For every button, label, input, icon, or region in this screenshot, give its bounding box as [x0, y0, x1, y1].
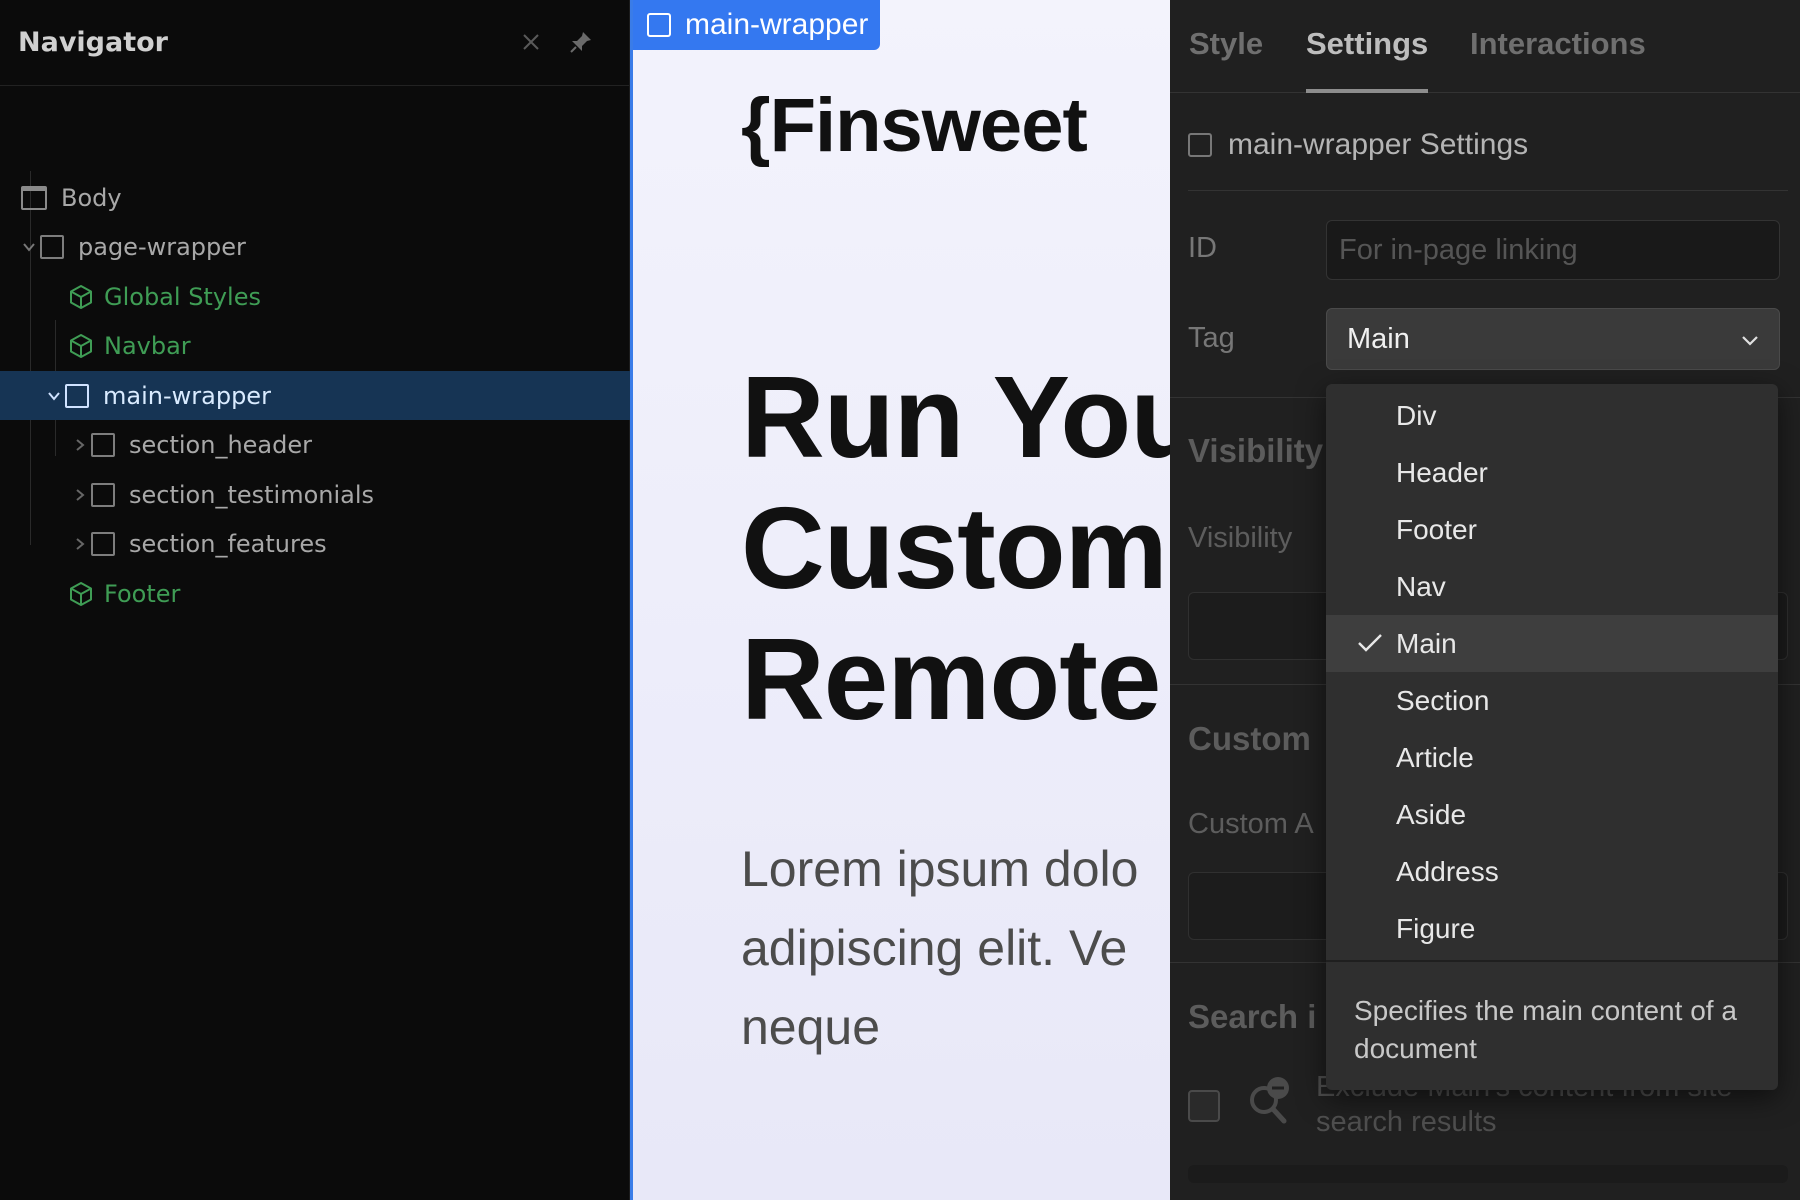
pin-icon[interactable] [566, 27, 596, 57]
tree-item-navbar[interactable]: Navbar [0, 321, 630, 370]
search-index-heading: Search i [1188, 998, 1317, 1035]
dropdown-option-aside[interactable]: Aside [1326, 786, 1778, 843]
chevron-down-icon [1742, 336, 1758, 346]
navigator-header: Navigator [0, 0, 629, 86]
dropdown-divider [1326, 960, 1778, 962]
chevron-down-icon[interactable] [43, 385, 65, 407]
tree-item-page-wrapper[interactable]: page-wrapper [0, 222, 630, 271]
tree-item-global-styles[interactable]: Global Styles [0, 272, 630, 321]
option-label: Main [1396, 627, 1457, 659]
tree-item-label: Body [61, 183, 122, 212]
option-label: Aside [1396, 798, 1467, 830]
selection-badge[interactable]: main-wrapper [633, 0, 881, 50]
box-icon [65, 383, 89, 408]
box-icon [647, 13, 671, 37]
dropdown-option-figure[interactable]: Figure [1326, 900, 1778, 957]
box-icon [40, 234, 64, 259]
dropdown-option-section[interactable]: Section [1326, 672, 1778, 729]
option-label: Div [1396, 399, 1437, 431]
tag-dropdown-menu: Div Header Footer Nav Main Section Artic… [1326, 384, 1778, 1090]
option-label: Header [1396, 456, 1488, 488]
dropdown-option-header[interactable]: Header [1326, 444, 1778, 501]
custom-attributes-label: Custom A [1188, 808, 1314, 840]
tree-item-label: section_testimonials [129, 480, 375, 509]
box-icon [1188, 133, 1212, 157]
option-label: Nav [1396, 570, 1446, 602]
tab-settings[interactable]: Settings [1306, 26, 1429, 61]
chevron-down-icon[interactable] [18, 236, 40, 258]
hero-line: Custom [741, 483, 1168, 613]
chevron-right-icon[interactable] [69, 533, 91, 555]
tag-select-value: Main [1347, 322, 1410, 355]
tag-select[interactable]: Main [1326, 308, 1780, 370]
tree-item-body[interactable]: Body [0, 173, 630, 222]
tree-guide-line [30, 171, 31, 545]
divider [1188, 190, 1788, 191]
id-input[interactable] [1326, 220, 1780, 280]
settings-title: main-wrapper Settings [1228, 128, 1529, 161]
paragraph-line: Lorem ipsum dolo [741, 841, 1139, 897]
navigator-title: Navigator [18, 27, 168, 58]
tag-label: Tag [1188, 322, 1235, 354]
option-label: Footer [1396, 513, 1477, 545]
tree-item-label: main-wrapper [103, 381, 271, 410]
component-icon [70, 333, 92, 358]
box-icon [91, 531, 115, 556]
close-icon[interactable] [516, 27, 546, 57]
settings-section-header: main-wrapper Settings [1188, 128, 1528, 162]
dropdown-option-div[interactable]: Div [1326, 387, 1778, 444]
chevron-right-icon[interactable] [69, 484, 91, 506]
tree-item-label: Global Styles [104, 282, 261, 311]
visibility-heading: Visibility [1188, 432, 1324, 469]
hero-heading[interactable]: Run You Custom Remote [741, 352, 1170, 745]
divider [1188, 1165, 1788, 1183]
search-exclude-icon [1250, 1077, 1289, 1124]
tree-item-section-features[interactable]: section_features [0, 519, 630, 568]
selection-badge-label: main-wrapper [685, 8, 869, 41]
option-label: Address [1396, 855, 1499, 887]
design-canvas[interactable]: main-wrapper {Finsweet Run You Custom Re… [630, 0, 1170, 1200]
tree-item-label: page-wrapper [78, 232, 246, 261]
tree-item-footer[interactable]: Footer [0, 569, 630, 618]
dropdown-option-article[interactable]: Article [1326, 729, 1778, 786]
custom-attributes-heading: Custom [1188, 720, 1311, 757]
tab-interactions[interactable]: Interactions [1470, 26, 1646, 61]
hero-line: Run You [741, 352, 1170, 482]
active-tab-indicator [1306, 89, 1428, 93]
visibility-label: Visibility [1188, 522, 1293, 554]
tag-description: Specifies the main content of a document [1354, 995, 1737, 1064]
box-icon [91, 432, 115, 457]
dropdown-option-nav[interactable]: Nav [1326, 558, 1778, 615]
dropdown-option-footer[interactable]: Footer [1326, 501, 1778, 558]
hero-line: Remote [741, 614, 1161, 744]
body-icon [21, 185, 47, 210]
tree-item-section-header[interactable]: section_header [0, 420, 630, 469]
id-label: ID [1188, 232, 1217, 264]
option-label: Figure [1396, 912, 1476, 944]
tree-item-main-wrapper[interactable]: main-wrapper [0, 371, 630, 420]
tree-item-label: Navbar [104, 331, 191, 360]
paragraph-line: neque [741, 999, 881, 1055]
tree-item-label: section_features [129, 529, 327, 558]
navigator-panel: Navigator Body page-wrapper Global Style… [0, 0, 630, 1200]
exclude-search-checkbox[interactable] [1188, 1090, 1220, 1122]
tab-style[interactable]: Style [1189, 26, 1264, 61]
tree-item-label: section_header [129, 430, 312, 459]
paragraph-line: adipiscing elit. Ve [741, 920, 1128, 976]
brand-logo[interactable]: {Finsweet [741, 83, 1088, 168]
chevron-right-icon[interactable] [69, 434, 91, 456]
component-icon [70, 284, 92, 309]
option-label: Section [1396, 684, 1490, 716]
component-icon [70, 581, 92, 606]
dropdown-option-main[interactable]: Main [1326, 615, 1778, 672]
dropdown-option-address[interactable]: Address [1326, 843, 1778, 900]
checkmark-icon [1358, 634, 1382, 652]
option-label: Article [1396, 741, 1474, 773]
panel-tabs: Style Settings Interactions [1170, 0, 1800, 93]
hero-paragraph[interactable]: Lorem ipsum dolo adipiscing elit. Ve neq… [741, 830, 1138, 1067]
box-icon [91, 482, 115, 507]
tree-item-section-testimonials[interactable]: section_testimonials [0, 470, 630, 519]
tree-item-label: Footer [104, 579, 181, 608]
